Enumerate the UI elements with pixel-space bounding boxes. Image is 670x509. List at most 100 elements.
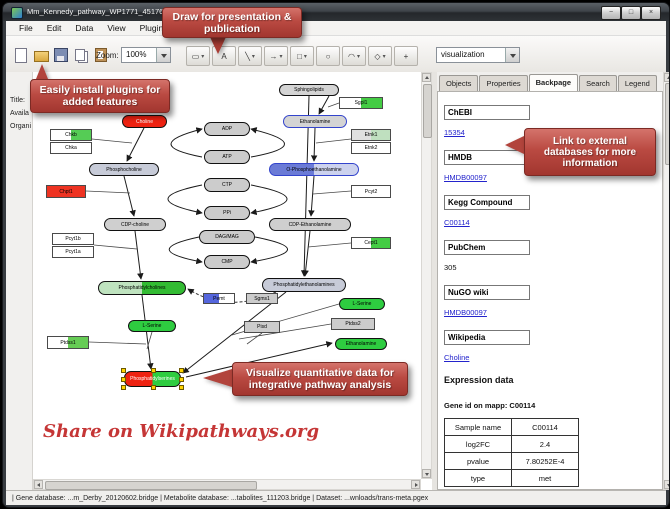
minimize-button[interactable]: − (601, 6, 621, 20)
zoom-combobox[interactable]: 100% (121, 47, 171, 63)
expression-data-title: Expression data (444, 375, 514, 385)
scrollbar-thumb[interactable] (665, 83, 669, 165)
pathway-node-ctp[interactable]: CTP (204, 178, 250, 192)
selection-handle[interactable] (150, 385, 156, 390)
pathway-node-ethanolamine-bottom[interactable]: Ethanolamine (335, 338, 387, 350)
backpage-link[interactable]: 15354 (444, 128, 465, 137)
pathway-node-l-serine-left[interactable]: L-Serine (128, 320, 176, 332)
selection-handle[interactable] (121, 385, 126, 390)
pathway-node-cdp-ethanolamine[interactable]: CDP-Ethanolamine (269, 218, 351, 231)
save-button[interactable] (52, 45, 70, 65)
chevron-down-icon[interactable]: ▾ (382, 53, 386, 60)
new-button[interactable] (12, 45, 30, 65)
menu-data[interactable]: Data (75, 22, 94, 33)
chevron-down-icon[interactable]: ▾ (201, 53, 205, 60)
scrollbar-thumb[interactable] (423, 84, 432, 138)
pathway-node-choline[interactable]: Choline (122, 115, 167, 128)
pathway-node-etnk2[interactable]: Etnk2 (351, 142, 391, 154)
backpage-link[interactable]: C00114 (444, 218, 470, 227)
selection-handle[interactable] (121, 368, 126, 373)
chevron-down-icon[interactable]: ▾ (303, 53, 307, 60)
scroll-left-icon[interactable] (34, 480, 43, 489)
pathway-node-phosphocholine[interactable]: Phosphocholine (89, 163, 159, 176)
canvas-horizontal-scrollbar[interactable] (33, 479, 421, 490)
pathway-node-sphingolipids[interactable]: Sphingolipids (279, 84, 339, 96)
pathway-node-phosphatidylcholines[interactable]: Phosphatidylcholines (98, 281, 186, 295)
datanode-tool[interactable]: ▭▾ (186, 46, 210, 66)
pathway-node-ptdss1[interactable]: Ptdss1 (47, 336, 89, 349)
pathway-node-pcyt1b[interactable]: Pcyt1b (52, 233, 94, 245)
pathway-node-cmp[interactable]: CMP (204, 255, 250, 269)
anchor-tool[interactable]: + (394, 46, 418, 66)
canvas-vertical-scrollbar[interactable] (421, 72, 432, 479)
pathway-node-cept1[interactable]: Cept1 (351, 237, 391, 249)
arc-tool[interactable]: ◠▾ (342, 46, 366, 66)
pathway-node-sgpl1[interactable]: Sgpl1 (339, 97, 383, 109)
pathway-node-dag-mag[interactable]: DAG/MAG (199, 230, 255, 244)
open-button[interactable] (32, 45, 50, 65)
backpage-link[interactable]: Choline (444, 353, 470, 362)
chevron-down-icon[interactable]: ▾ (251, 53, 255, 60)
pathway-node-adp[interactable]: ADP (204, 122, 250, 136)
visualization-combobox[interactable]: visualization (436, 47, 520, 63)
ellipse-tool[interactable]: ○ (316, 46, 340, 66)
chevron-down-icon[interactable] (156, 48, 170, 62)
tab-legend[interactable]: Legend (617, 75, 657, 92)
tab-backpage[interactable]: Backpage (528, 74, 579, 91)
pathway-node-ppi[interactable]: PPi (204, 206, 250, 220)
pathway-node-phosphatidylethanolamines[interactable]: Phosphatidylethanolamines (262, 278, 346, 292)
rect-tool-glyph: □ (297, 51, 302, 61)
pathway-node-sgms1[interactable]: Sgms1 (246, 293, 278, 304)
pathway-node-pcyt2[interactable]: Pcyt2 (351, 185, 391, 198)
line-tool[interactable]: ╲▾ (238, 46, 262, 66)
pathway-node-chkb[interactable]: Chkb (50, 129, 92, 141)
menu-edit[interactable]: Edit (46, 22, 62, 33)
pathway-node-ptdss2[interactable]: Ptdss2 (331, 318, 375, 330)
menu-file[interactable]: File (19, 22, 33, 33)
copy-button[interactable] (72, 45, 90, 65)
pathway-node-etnk1[interactable]: Etnk1 (351, 129, 391, 141)
backpage-link[interactable]: HMDB00097 (444, 173, 487, 182)
side-panel-scrollbar[interactable] (663, 72, 669, 490)
pathway-node-chpt1[interactable]: Chpt1 (46, 185, 86, 198)
pathway-node-pcyt1a[interactable]: Pcyt1a (52, 246, 94, 258)
selection-handle[interactable] (179, 377, 184, 382)
tab-objects[interactable]: Objects (439, 75, 479, 92)
paste-button[interactable] (92, 45, 110, 65)
pathway-node-o-phosphoethanolamine[interactable]: O-Phosphoethanolamine (269, 163, 359, 176)
chevron-down-icon[interactable]: ▾ (279, 53, 283, 60)
pathway-node-atp[interactable]: ATP (204, 150, 250, 164)
connector-tool[interactable]: →▾ (264, 46, 288, 66)
menu-view[interactable]: View (107, 22, 126, 33)
chevron-down-icon[interactable] (505, 48, 519, 62)
selection-handle[interactable] (150, 368, 156, 373)
rect-tool[interactable]: □▾ (290, 46, 314, 66)
scrollbar-thumb[interactable] (45, 481, 257, 490)
maximize-button[interactable]: □ (621, 6, 641, 20)
pathway-node-ethanolamine-top[interactable]: Ethanolamine (283, 115, 347, 128)
title-bar[interactable]: Mm_Kennedy_pathway_WP1771_45176.gpml −□× (3, 3, 669, 21)
pathway-node-chka[interactable]: Chka (50, 142, 92, 154)
tab-properties[interactable]: Properties (479, 75, 528, 92)
chevron-down-icon[interactable]: ▾ (356, 53, 360, 60)
diamond-tool[interactable]: ◇▾ (368, 46, 392, 66)
tab-search[interactable]: Search (579, 75, 617, 92)
selection-handle[interactable] (179, 385, 184, 390)
pathway-node-pemt[interactable]: Pemt (203, 293, 235, 304)
pathway-node-pisd[interactable]: Pisd (244, 321, 280, 333)
backpage-link[interactable]: HMDB00097 (444, 308, 487, 317)
menu-plugins[interactable]: Plugins (139, 22, 168, 33)
scroll-down-icon[interactable] (664, 480, 669, 489)
selection-handle[interactable] (121, 377, 126, 382)
scroll-down-icon[interactable] (422, 469, 431, 478)
scroll-right-icon[interactable] (411, 480, 420, 489)
selection-handle[interactable] (179, 368, 184, 373)
pathway-node-l-serine-right[interactable]: L-Serine (339, 298, 385, 310)
panel-splitter[interactable] (432, 72, 437, 490)
pathway-node-cdp-choline[interactable]: CDP-choline (104, 218, 166, 231)
close-button[interactable]: × (641, 6, 661, 20)
scroll-up-icon[interactable] (422, 73, 431, 82)
scroll-up-icon[interactable] (664, 73, 669, 82)
